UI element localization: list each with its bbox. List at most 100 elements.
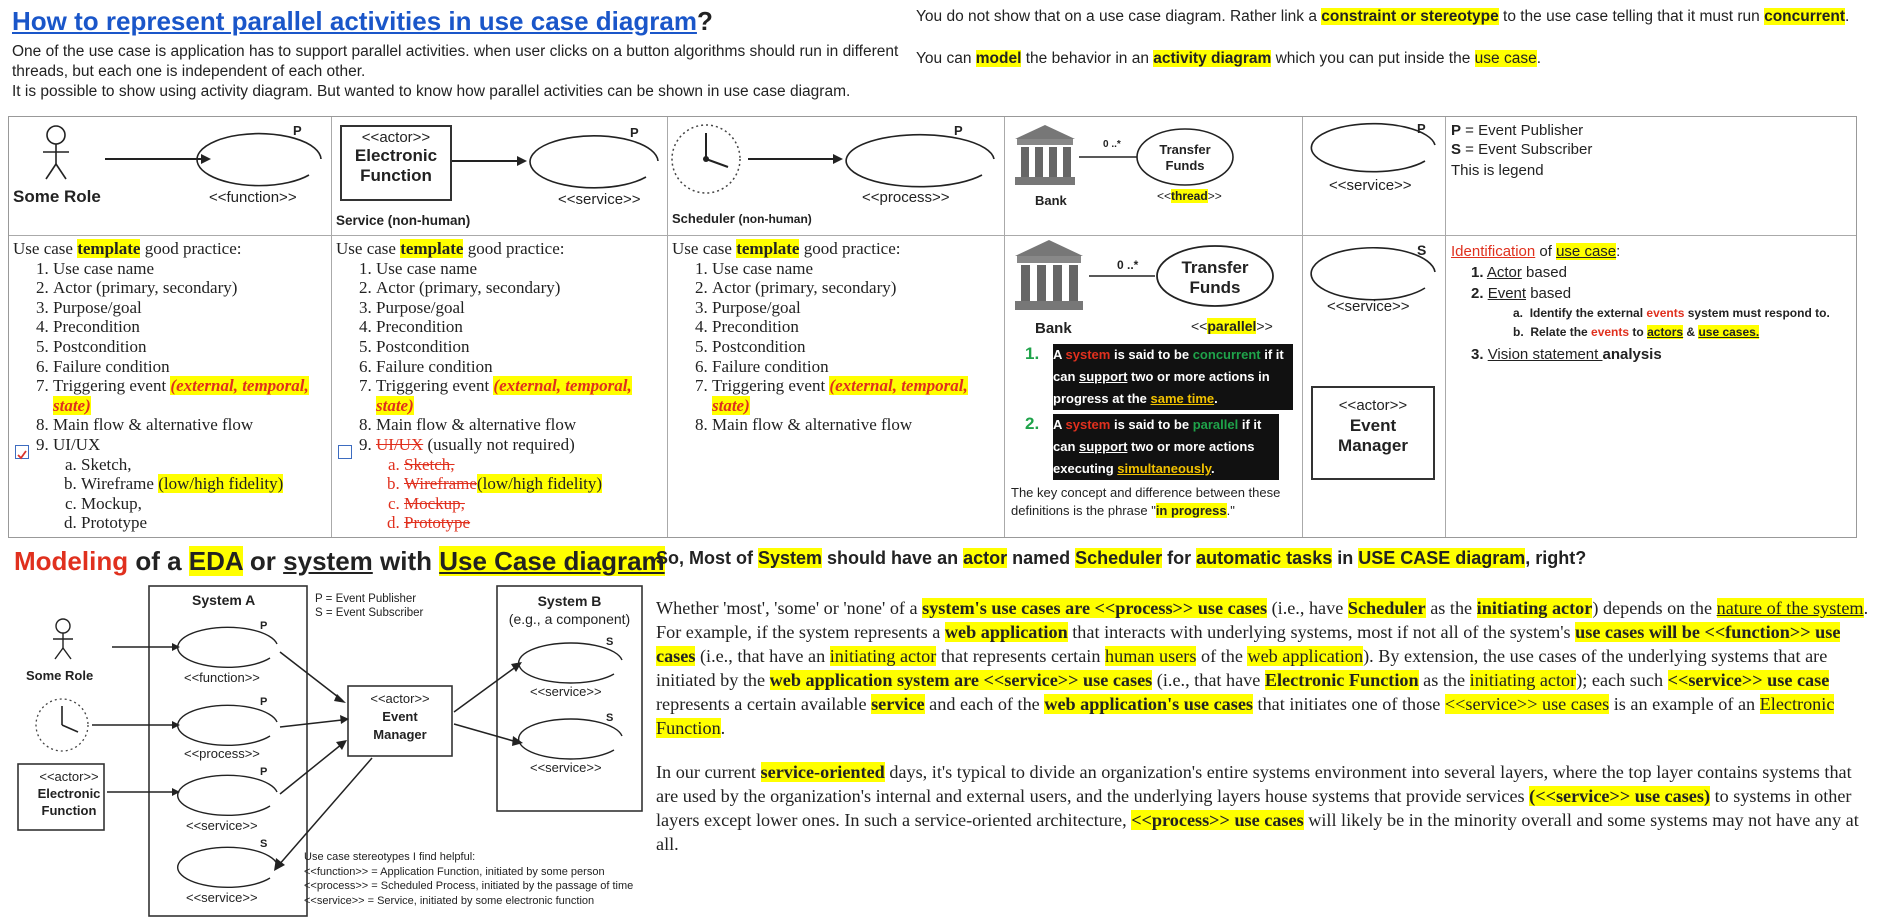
sublist-item: Wireframe (low/high fidelity) — [81, 474, 329, 494]
stereotype-label: <<service>> — [186, 890, 258, 905]
text: & — [1683, 325, 1699, 339]
text: Mockup, — [404, 493, 465, 513]
use-case-line: Funds — [1189, 278, 1241, 297]
text: System B — [537, 593, 602, 609]
stereotype-label: <<service>> — [558, 191, 641, 208]
text: of the — [1196, 646, 1248, 666]
text: So, Most of — [656, 548, 758, 568]
text: Triggering event — [53, 376, 171, 396]
service-use-case-cell: <<actor>> Electronic Function P <<servic… — [332, 117, 667, 235]
bank-icon — [1015, 125, 1234, 186]
text: system — [1065, 417, 1111, 432]
text: = Event Subscriber — [1461, 141, 1593, 158]
list-item: Use case name — [376, 259, 664, 279]
actor-stereotype: <<actor>> — [361, 129, 431, 146]
stereotype-label: <<function>> — [184, 670, 260, 685]
identification-subitem: b. Relate the events to actors & use cas… — [1513, 325, 1760, 339]
page-title: How to represent parallel activities in … — [12, 6, 713, 37]
bank-icon — [1015, 240, 1274, 310]
system-b-label: System B (e.g., a component) — [497, 592, 642, 628]
text: . — [720, 718, 726, 738]
event-manager-cell: S <<service>> <<actor>> Event Manager — [1303, 236, 1445, 536]
highlight: (low/high fidelity) — [476, 474, 603, 494]
text: of — [1535, 243, 1557, 260]
highlight: initiating actor — [1476, 598, 1593, 618]
eda-section-title: Modeling of a EDA or system with Use Cas… — [14, 546, 665, 577]
highlight: automatic tasks — [1196, 548, 1333, 568]
text: system — [283, 546, 373, 576]
template-list: Use case name Actor (primary, secondary)… — [672, 259, 1002, 435]
stereotype-label: <<thread>> — [1157, 189, 1222, 203]
text: Relate the — [1530, 325, 1592, 339]
text: based — [1526, 285, 1572, 302]
uiux-checkbox[interactable] — [15, 445, 29, 460]
template-list: Use case name Actor (primary, secondary)… — [13, 259, 329, 533]
bank-label: Bank — [1035, 193, 1067, 208]
actor-label: Some Role — [13, 187, 101, 206]
publisher-marker: P — [260, 766, 268, 778]
template-good-practice-2-content: Use case template good practice: Use cas… — [336, 239, 664, 533]
text: Event — [382, 709, 418, 724]
text: Wireframe — [404, 474, 477, 494]
text: Prototype — [404, 513, 471, 533]
text: . — [1214, 391, 1218, 406]
use-case-identification: Identification of use case: 1. Actor bas… — [1451, 241, 1851, 365]
text: Sketch, — [404, 454, 455, 474]
highlight: thread — [1171, 189, 1208, 203]
text: Event — [1487, 285, 1527, 302]
legend: P = Event Publisher S = Event Subscriber… — [1451, 121, 1851, 180]
caption-main: Scheduler — [672, 211, 739, 226]
template-list: Use case name Actor (primary, secondary)… — [336, 259, 664, 533]
text: Vision statement — [1487, 346, 1603, 363]
text: in — [1332, 548, 1359, 568]
use-case-line: Funds — [1165, 158, 1205, 173]
text: support — [1079, 369, 1128, 384]
highlight: actors — [1647, 325, 1684, 339]
definition-number: 1. — [1025, 344, 1040, 363]
text: if it can — [1053, 417, 1262, 454]
text: or — [242, 546, 284, 576]
text: to systems in other layers except lower … — [656, 786, 1852, 830]
clock-icon — [671, 124, 995, 194]
list-item: Precondition — [712, 317, 1002, 337]
column-divider — [667, 117, 668, 537]
paragraph-scheduler-explanation: Whether 'most', 'some' or 'none' of a sy… — [656, 596, 1874, 740]
text: Whether 'most', 'some' or 'none' of a — [656, 598, 923, 618]
question-mark: ? — [696, 6, 713, 36]
text: , right? — [1525, 548, 1587, 568]
highlight: <<service>> use case — [1667, 670, 1830, 690]
legend-subscriber: S = Event Subscriber — [1451, 140, 1851, 159]
text: (usually not required) — [423, 434, 575, 454]
text: ) depends on the — [1592, 598, 1717, 618]
text: Triggering event — [712, 376, 830, 396]
definition-number: 2. — [1025, 414, 1040, 433]
note-line: Use case stereotypes I find helpful: — [304, 851, 476, 863]
service-legend-cell: P <<service>> — [1303, 117, 1445, 235]
highlight: Scheduler — [1347, 598, 1426, 618]
thread-use-case-cell: 0 ..* Transfer Funds Bank <<thread>> — [1005, 117, 1302, 235]
stereotype-label: <<service>> — [530, 760, 602, 775]
text: good practice: — [463, 239, 565, 258]
subscriber-marker: S — [606, 636, 614, 648]
highlight: use case — [1556, 243, 1617, 260]
text: and each of the — [924, 694, 1045, 714]
paragraph: Whether 'most', 'some' or 'none' of a sy… — [656, 596, 1874, 740]
template-good-practice-3: Use case template good practice: Use cas… — [672, 239, 1002, 435]
text: will likely be in the minority overall a… — [656, 810, 1859, 854]
bank-label: Bank — [1035, 320, 1072, 337]
stereotype-label: <<parallel>> — [1191, 318, 1273, 334]
text: Identify the external — [1529, 306, 1647, 320]
list-item: Postcondition — [376, 337, 664, 357]
question-title-link[interactable]: How to represent parallel activities in … — [12, 6, 697, 36]
intro-line-1: One of the use case is application has t… — [12, 43, 899, 80]
function-use-case-cell: Some Role P <<function>> — [9, 117, 331, 235]
list-item: Precondition — [53, 317, 329, 337]
answer-text: You do not show that on a use case diagr… — [916, 6, 1856, 90]
sublist-item: Wireframe(low/high fidelity) — [404, 474, 664, 494]
text: Use case — [13, 239, 78, 258]
highlight: System — [758, 548, 823, 568]
note-line: <<service>> = Service, initiated by some… — [304, 894, 595, 907]
identification-heading: Identification of use case: — [1451, 241, 1851, 262]
uiux-checkbox[interactable] — [338, 445, 352, 459]
list-item: UI/UX (usually not required) Sketch, Wir… — [376, 435, 664, 533]
